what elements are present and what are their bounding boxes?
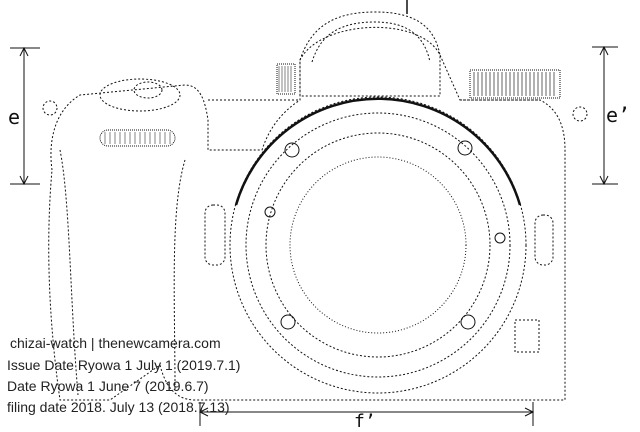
right-strap-lug xyxy=(572,106,588,122)
filing-date: filing date 2018. July 13 (2018.7.13) xyxy=(7,399,230,415)
lens-release-button xyxy=(204,204,226,266)
shutter-button xyxy=(133,81,163,99)
af-lamp-window xyxy=(514,319,540,353)
viewfinder-hump-inner xyxy=(311,21,431,63)
grip-contour xyxy=(59,149,186,396)
front-command-dial xyxy=(99,129,176,147)
dimension-label-e: e xyxy=(8,105,21,129)
dimension-label-e-prime: e’ xyxy=(606,103,631,127)
date-line: Date Ryowa 1 June 7 (2019.6.7) xyxy=(7,378,209,394)
mount-screw xyxy=(460,314,476,330)
mode-dial xyxy=(99,78,181,112)
right-command-dial xyxy=(469,69,561,99)
issue-date: Issue Date Ryowa 1 July 1 (2019.7.1) xyxy=(7,357,241,373)
mount-screw xyxy=(280,314,296,330)
mount-screw xyxy=(284,142,300,158)
front-dial-knurl xyxy=(104,132,171,144)
lens-mount-outer xyxy=(229,96,527,394)
left-dial-knob xyxy=(276,63,296,95)
mount-screw xyxy=(494,232,506,244)
dimension-f-prime xyxy=(198,402,535,426)
lens-mount-inner-ring xyxy=(265,132,491,358)
left-dial-knurl xyxy=(278,66,292,92)
lens-mount-arc xyxy=(234,97,522,206)
left-strap-lug xyxy=(42,100,58,116)
dimension-e xyxy=(10,46,40,186)
mount-screw xyxy=(457,140,473,156)
dimension-label-f-prime: f’ xyxy=(354,411,376,432)
mount-screw xyxy=(264,206,276,218)
function-button xyxy=(534,214,554,266)
source-credit: chizai-watch | thenewcamera.com xyxy=(10,335,221,351)
viewfinder-hump xyxy=(299,11,441,97)
lens-mount-ring xyxy=(245,112,511,378)
camera-body-outline xyxy=(48,27,566,401)
sensor-opening xyxy=(289,156,467,334)
right-dial-knurl xyxy=(473,72,555,96)
dimension-e-prime xyxy=(592,45,618,186)
